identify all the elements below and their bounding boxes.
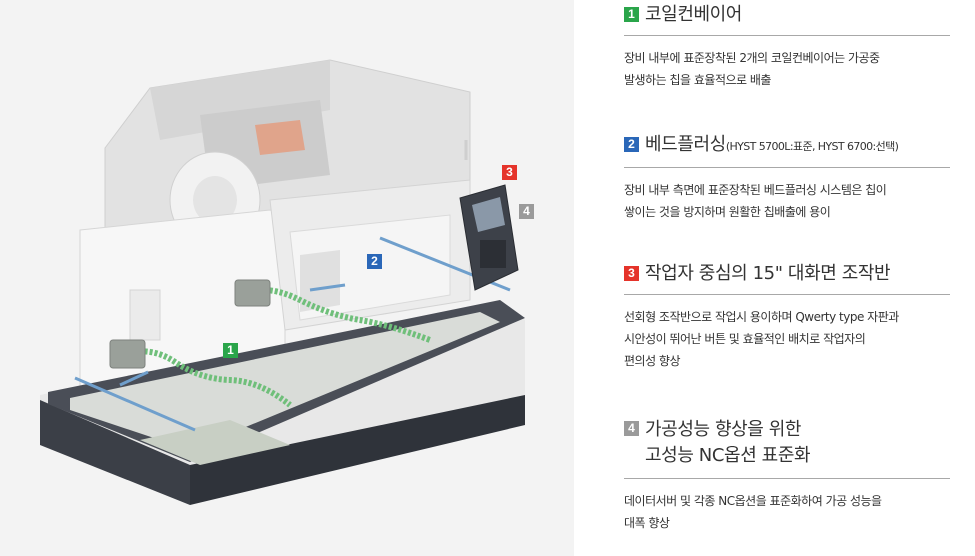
feature-note: (HYST 5700L:표준, HYST 6700:선택) xyxy=(725,140,899,153)
divider xyxy=(624,167,950,168)
feature-operation-panel: 3 작업자 중심의 15" 대화면 조작반 선회형 조작반으로 작업시 용이하며… xyxy=(624,262,960,372)
feature-number-badge: 2 xyxy=(624,137,639,152)
marker-3: 3 xyxy=(502,165,517,180)
machine-drawing xyxy=(40,59,525,505)
feature-description: 장비 내부에 표준장착된 2개의 코일컨베이어는 가공중 발생하는 칩을 효율적… xyxy=(624,51,880,87)
feature-number-badge: 4 xyxy=(624,421,639,436)
marker-4: 4 xyxy=(519,204,534,219)
feature-number-badge: 3 xyxy=(624,266,639,281)
feature-nc-options: 4 가공성능 향상을 위한 고성능 NC옵션 표준화 데이터서버 및 각종 NC… xyxy=(624,417,960,534)
divider xyxy=(624,478,950,479)
feature-description: 장비 내부 측면에 표준장착된 베드플러싱 시스템은 칩이 쌓이는 것을 방지하… xyxy=(624,183,887,219)
marker-2: 2 xyxy=(367,254,382,269)
divider xyxy=(624,294,950,295)
marker-1: 1 xyxy=(223,343,238,358)
feature-title: 베드플러싱(HYST 5700L:표준, HYST 6700:선택) xyxy=(645,134,899,155)
divider xyxy=(624,35,950,36)
feature-title: 코일컨베이어 xyxy=(645,4,742,25)
feature-title: 작업자 중심의 15" 대화면 조작반 xyxy=(645,263,891,284)
feature-bed-flushing: 2 베드플러싱(HYST 5700L:표준, HYST 6700:선택) 장비 … xyxy=(624,133,960,223)
feature-description: 데이터서버 및 각종 NC옵션을 표준화하여 가공 성능을 대폭 향상 xyxy=(624,494,882,530)
feature-description: 선회형 조작반으로 작업시 용이하며 Qwerty type 자판과 시안성이 … xyxy=(624,310,899,368)
machine-illustration: 1 2 3 4 xyxy=(0,0,574,556)
feature-coil-conveyor: 1 코일컨베이어 장비 내부에 표준장착된 2개의 코일컨베이어는 가공중 발생… xyxy=(624,3,960,91)
feature-title: 가공성능 향상을 위한 고성능 NC옵션 표준화 xyxy=(645,419,811,466)
feature-number-badge: 1 xyxy=(624,7,639,22)
